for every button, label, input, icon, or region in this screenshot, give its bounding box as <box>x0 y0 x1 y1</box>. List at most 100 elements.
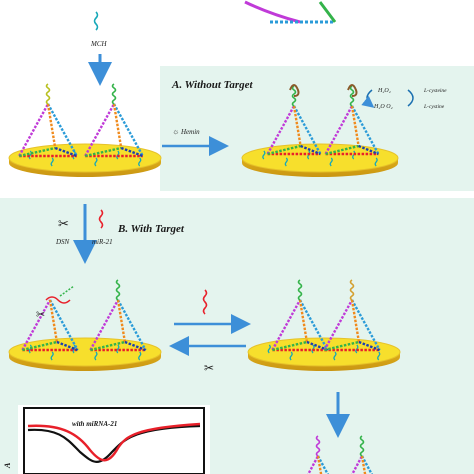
l-cysteine-label: L-cysteine <box>423 88 447 94</box>
tetra-edge <box>300 144 321 156</box>
mch-molecule <box>333 351 337 361</box>
dsn-label: DSN <box>55 238 70 246</box>
tetra-edge <box>266 105 296 155</box>
electrode-disk-2 <box>241 84 399 177</box>
mch-molecule <box>116 344 120 354</box>
tetra-edge <box>324 340 360 352</box>
probe-strand <box>349 279 355 301</box>
probe-strand <box>45 83 51 105</box>
mch-molecule <box>138 157 142 167</box>
mirna21-label: miR-21 <box>92 238 113 246</box>
tetra-edge <box>18 103 50 157</box>
tetra-edge <box>298 299 309 343</box>
tetra-edge <box>267 144 301 156</box>
mch-molecule <box>94 157 98 167</box>
g-quadruplex <box>289 84 300 97</box>
tetra-edge <box>324 105 354 155</box>
bottom-tetrahedra <box>306 435 374 474</box>
mch-squiggle <box>93 11 99 31</box>
tetra-edge <box>350 299 381 351</box>
hemin-label: Hemin <box>180 128 200 136</box>
tetra-edge <box>48 299 79 351</box>
tetra-edge <box>272 340 308 352</box>
mch-molecule <box>329 157 333 167</box>
scissors-icon-3: ✂ <box>36 309 45 321</box>
probe-strand <box>291 85 297 107</box>
top-tetrahedron <box>244 0 337 24</box>
mch-molecule <box>267 344 271 354</box>
mch-molecule <box>50 351 54 361</box>
mch-molecule <box>50 157 54 167</box>
tetra-edge <box>350 105 360 147</box>
tetra-edge <box>18 146 56 158</box>
mch-molecule <box>28 344 32 354</box>
mch-molecule <box>262 150 266 160</box>
probe-strand <box>115 279 121 301</box>
tetra-edge <box>56 340 79 352</box>
probe-strand <box>297 279 303 301</box>
panel-a-title: A. Without Target <box>171 79 254 91</box>
tetra-edge <box>325 144 359 156</box>
tetra-edge <box>292 105 322 155</box>
curve-label: with miRNA-21 <box>72 420 117 428</box>
tetra-edge <box>292 105 302 147</box>
tetra-edge <box>112 103 123 149</box>
tetra-edge <box>21 299 52 351</box>
y-axis-label: A <box>3 462 12 469</box>
tetra-edge <box>360 455 367 474</box>
cleaved-strand <box>45 296 71 304</box>
dpv-plot: with miRNA-21 A <box>3 407 205 474</box>
tetra-edge <box>350 105 380 155</box>
tetra-edge <box>84 103 116 157</box>
probe-strand <box>315 435 321 457</box>
disk-top <box>247 337 401 367</box>
g-quadruplex <box>347 84 358 97</box>
red-strand-squiggle <box>202 289 208 315</box>
electrode-disk-4 <box>247 279 401 371</box>
mch-molecule <box>377 351 381 361</box>
mch-molecule <box>138 351 142 361</box>
electrode-disk-3: ✂ <box>8 279 162 371</box>
probe-strand <box>359 435 365 457</box>
tetra-edge <box>358 144 379 156</box>
cycle-arrow-right <box>407 89 414 107</box>
mch-label: MCH <box>90 40 108 48</box>
electrode-disk-1 <box>8 83 162 177</box>
tetra-edge <box>46 103 78 157</box>
tetra-edge <box>350 299 361 343</box>
tetra-edge <box>90 340 126 352</box>
curve-red <box>27 422 201 462</box>
probe-strand <box>111 83 117 105</box>
cleaved-strand <box>59 285 75 297</box>
h2o2-top-label: H₂O₂ <box>377 88 391 94</box>
scissors-icon: ✂ <box>58 216 69 231</box>
tetra-edge <box>112 103 144 157</box>
mirna-squiggle <box>98 209 104 229</box>
tetra-edge <box>84 146 122 158</box>
tetra-edge <box>323 299 354 351</box>
tetra-edge <box>358 340 381 352</box>
sun-icon: ☼ <box>172 127 179 136</box>
probe-strand <box>349 85 355 107</box>
tetra-edge <box>48 299 59 343</box>
l-cystine-label: L-cystine <box>423 104 445 110</box>
tetra-edge <box>22 340 58 352</box>
panel-b-title: B. With Target <box>117 223 185 235</box>
disk-top <box>241 143 399 173</box>
tetra-edge <box>89 299 120 351</box>
mch-molecule <box>374 157 378 167</box>
mch-molecule <box>284 157 288 167</box>
tetra-edge <box>116 299 147 351</box>
tetra-edge <box>124 340 147 352</box>
tetra-edge <box>116 299 127 343</box>
h2o-o2-label: H₂O O₂ <box>373 104 393 110</box>
plot-inset-background <box>18 405 210 474</box>
disk-top <box>8 337 162 367</box>
mch-molecule <box>289 351 293 361</box>
mch-molecule <box>94 351 98 361</box>
tetra-edge <box>271 299 302 351</box>
tetra-edge <box>316 455 323 474</box>
scissors-icon-2: ✂ <box>204 361 214 375</box>
